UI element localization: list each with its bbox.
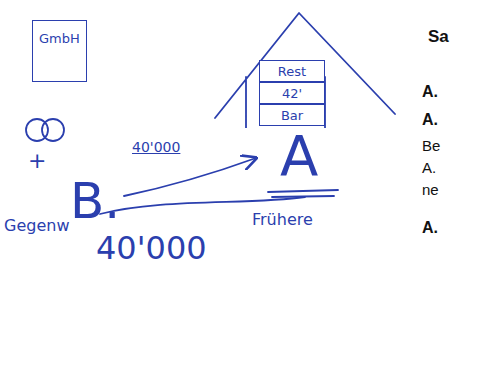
house-floor: Rest bbox=[259, 60, 325, 82]
printed-text: A. bbox=[422, 220, 438, 236]
note: Gegenw bbox=[4, 218, 69, 234]
amount: 40'000 bbox=[132, 140, 180, 154]
node-text: Bar bbox=[281, 108, 303, 123]
node-text: 42' bbox=[282, 86, 302, 101]
house-shape: Rest 42' Bar bbox=[213, 10, 399, 128]
house-floor: 42' bbox=[259, 82, 325, 104]
node-text: GmbH bbox=[39, 31, 80, 46]
party-letter: A bbox=[280, 128, 318, 184]
plus-sign: + bbox=[28, 150, 46, 172]
printed-text: ne bbox=[422, 182, 439, 197]
ring bbox=[42, 119, 64, 141]
printed-text: A. bbox=[422, 112, 438, 128]
printed-text: A. bbox=[422, 160, 436, 175]
amount: 40'000 bbox=[96, 232, 207, 264]
printed-text: Sa bbox=[428, 28, 449, 45]
entity-box: GmbH bbox=[32, 20, 87, 82]
printed-text: Be bbox=[422, 138, 440, 153]
party-letter: B. bbox=[70, 176, 120, 226]
node-text: Rest bbox=[278, 64, 306, 79]
base-line bbox=[268, 190, 338, 197]
house-floor: Bar bbox=[259, 104, 325, 126]
note: Frühere bbox=[252, 212, 313, 228]
money-arrow bbox=[124, 158, 256, 196]
printed-text: A. bbox=[422, 84, 438, 100]
